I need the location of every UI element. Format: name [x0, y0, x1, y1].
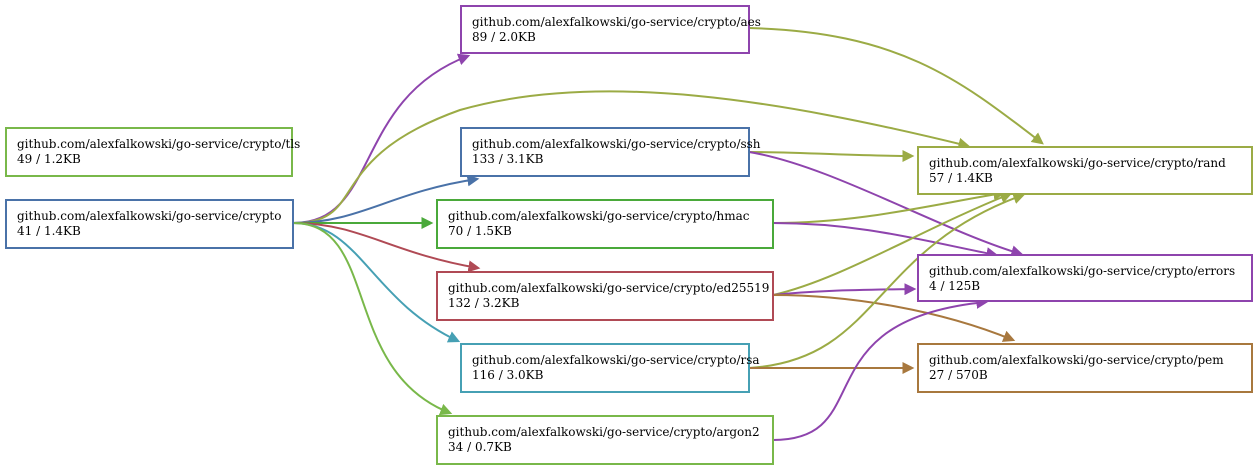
node-crypto-ed25519-name: github.com/alexfalkowski/go-service/cryp…	[448, 281, 769, 295]
edge-rsa-rand	[748, 192, 1026, 369]
node-crypto[interactable]: github.com/alexfalkowski/go-service/cryp…	[5, 199, 294, 249]
node-crypto-pem-name: github.com/alexfalkowski/go-service/cryp…	[929, 353, 1224, 367]
edge-crypto-aes	[292, 53, 471, 224]
node-crypto-stats: 41 / 1.4KB	[17, 224, 81, 238]
node-crypto-ed25519[interactable]: github.com/alexfalkowski/go-service/cryp…	[436, 271, 774, 321]
node-crypto-ssh-name: github.com/alexfalkowski/go-service/cryp…	[472, 137, 761, 151]
node-crypto-rand-name: github.com/alexfalkowski/go-service/cryp…	[929, 156, 1226, 170]
node-crypto-tls-stats: 49 / 1.2KB	[17, 152, 81, 166]
edge-crypto-ed25519	[292, 222, 481, 273]
node-crypto-rsa[interactable]: github.com/alexfalkowski/go-service/cryp…	[460, 343, 760, 393]
node-crypto-aes-stats: 89 / 2.0KB	[472, 30, 536, 44]
edge-layer	[292, 27, 1044, 441]
node-crypto-aes[interactable]: github.com/alexfalkowski/go-service/cryp…	[460, 5, 761, 54]
node-crypto-errors[interactable]: github.com/alexfalkowski/go-service/cryp…	[917, 254, 1253, 302]
node-crypto-tls-name: github.com/alexfalkowski/go-service/cryp…	[17, 137, 300, 151]
edge-crypto-rand	[292, 90, 971, 224]
node-crypto-name: github.com/alexfalkowski/go-service/cryp…	[17, 209, 281, 223]
edge-crypto-argon2	[292, 222, 453, 416]
edge-argon2-errors	[772, 296, 989, 441]
node-crypto-ed25519-stats: 132 / 3.2KB	[448, 296, 520, 310]
edge-crypto-rsa	[292, 222, 461, 343]
edge-ed25519-rand	[772, 191, 1013, 296]
edge-hmac-rand	[772, 188, 1006, 224]
edge-ed25519-errors	[772, 283, 917, 296]
node-crypto-hmac-name: github.com/alexfalkowski/go-service/cryp…	[448, 209, 750, 223]
node-layer: github.com/alexfalkowski/go-service/cryp…	[5, 5, 1253, 465]
edge-ssh-errors	[748, 151, 1024, 258]
edge-hmac-errors	[772, 222, 999, 260]
node-crypto-pem-stats: 27 / 570B	[929, 368, 988, 382]
node-crypto-rand[interactable]: github.com/alexfalkowski/go-service/cryp…	[917, 146, 1253, 195]
node-crypto-rsa-name: github.com/alexfalkowski/go-service/cryp…	[472, 353, 760, 367]
node-crypto-argon2-stats: 34 / 0.7KB	[448, 440, 512, 454]
node-crypto-tls[interactable]: github.com/alexfalkowski/go-service/cryp…	[5, 127, 300, 177]
node-crypto-rsa-stats: 116 / 3.0KB	[472, 368, 544, 382]
node-crypto-errors-stats: 4 / 125B	[929, 279, 980, 293]
node-crypto-hmac-stats: 70 / 1.5KB	[448, 224, 512, 238]
node-crypto-argon2-name: github.com/alexfalkowski/go-service/cryp…	[448, 425, 760, 439]
node-crypto-errors-name: github.com/alexfalkowski/go-service/cryp…	[929, 264, 1235, 278]
node-crypto-aes-name: github.com/alexfalkowski/go-service/cryp…	[472, 15, 761, 29]
edge-ed25519-pem	[772, 294, 1016, 342]
node-crypto-rand-stats: 57 / 1.4KB	[929, 171, 993, 185]
edge-aes-rand	[748, 27, 1044, 145]
edge-crypto-ssh	[292, 174, 480, 224]
edge-ssh-rand	[748, 149, 915, 162]
node-crypto-argon2[interactable]: github.com/alexfalkowski/go-service/cryp…	[436, 415, 774, 465]
node-crypto-hmac[interactable]: github.com/alexfalkowski/go-service/cryp…	[436, 199, 774, 249]
node-crypto-ssh[interactable]: github.com/alexfalkowski/go-service/cryp…	[460, 127, 761, 177]
node-crypto-ssh-stats: 133 / 3.1KB	[472, 152, 544, 166]
node-crypto-pem[interactable]: github.com/alexfalkowski/go-service/cryp…	[917, 343, 1253, 393]
